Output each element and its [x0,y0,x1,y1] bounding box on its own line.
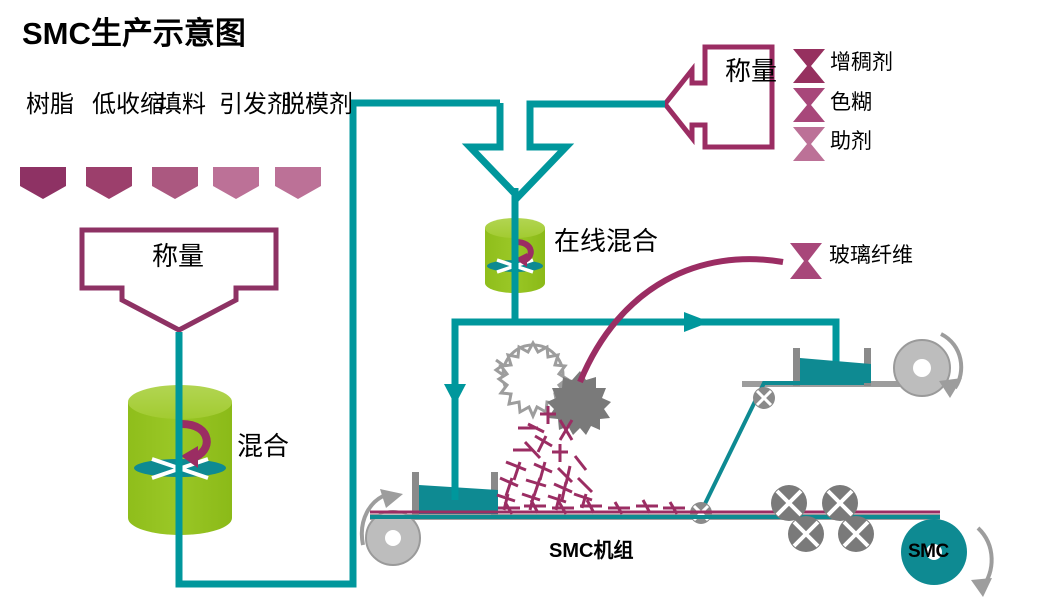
pipe-to-upper-bath [455,312,840,372]
smc-unit-label: SMC机组 [549,540,634,562]
page-title: SMC生产示意图 [22,16,246,51]
chevron-filler [152,167,198,199]
upper-resin-bath [793,348,871,386]
chopper-gears [493,339,611,435]
chopper-gear-hollow-teeth [496,339,570,420]
inline-mixer-label: 在线混合 [554,226,659,256]
weigh-box-right-label: 称量 [725,56,778,86]
funnel-shape [461,103,575,203]
material-label-resin: 树脂 [26,91,74,118]
weigh-box-right-shape [661,44,775,150]
chevron-release-agent [275,167,321,199]
lower-film-roll [359,489,421,566]
glass-fiber-label: 玻璃纤维 [829,244,913,267]
weigh-box-left-label: 称量 [152,241,205,271]
material-label-low-shrink: 低收缩 [92,91,164,118]
compaction-roller-1 [771,485,807,521]
additive-chevrons [793,49,825,161]
compaction-rollers [771,485,874,552]
chevron-glass-fiber [790,243,822,279]
chopped-fibers [496,406,685,515]
additive-label-color-paste: 色糊 [830,91,872,114]
chevron-low-shrink [86,167,132,199]
inline-mixer-tank [485,188,545,300]
lower-resin-bath [412,440,498,516]
idler-roller-upper [753,387,775,409]
compaction-roller-2 [822,485,858,521]
chevron-thickener [793,49,825,83]
smc-takeup-roll [901,519,994,597]
pipe-weigh-right-to-funnel [526,100,665,147]
chevron-color-paste [793,88,825,122]
material-label-initiator: 引发剂 [219,91,291,118]
chopper-gear-solid [547,371,611,435]
glass-fiber-arrow [577,256,784,384]
upper-film-roll [893,332,964,398]
mixer-label: 混合 [237,431,290,461]
chevron-initiator [213,167,259,199]
chevron-auxiliary [793,127,825,161]
compaction-roller-4 [838,516,874,552]
chevron-resin [20,167,66,199]
material-label-filler: 填料 [158,91,206,118]
pipe-mixer-to-inline [175,99,500,588]
additive-label-auxiliary: 助剂 [830,130,872,153]
compaction-roller-3 [788,516,824,552]
material-label-release-agent: 脱模剂 [281,91,353,118]
material-chevrons [20,167,321,199]
additive-label-thickener: 增稠剂 [830,51,893,74]
weigh-box-left-shape [79,227,279,333]
mixer-tank [128,352,232,535]
smc-roll-label: SMC [908,541,949,562]
